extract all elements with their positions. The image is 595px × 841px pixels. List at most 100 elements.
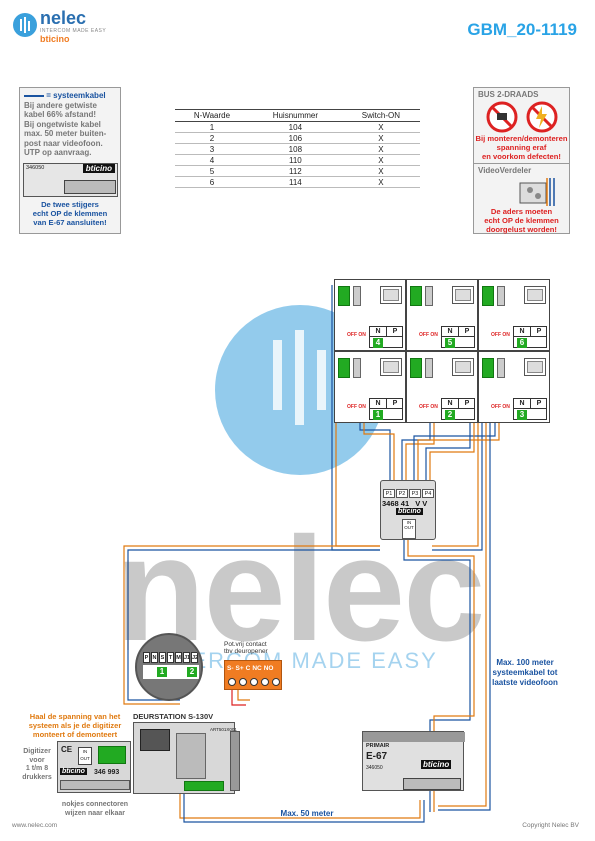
table-cell: 104 xyxy=(248,121,342,133)
table-cell: 112 xyxy=(248,165,342,177)
power-primary-label: PRIMAIR xyxy=(366,743,390,749)
voltage-line: monteert of demonteert xyxy=(32,730,118,739)
table-header-cell: Huisnummer xyxy=(248,109,342,122)
n-value-badge: 6 xyxy=(517,338,527,348)
digitizer-label-line: drukkers xyxy=(22,773,52,781)
connector-line: wijzen naar elkaar xyxy=(65,809,125,817)
p-header: P xyxy=(531,399,547,409)
p-header: P xyxy=(459,399,475,409)
p-header: P xyxy=(387,399,403,409)
table-cell: 6 xyxy=(175,176,249,188)
digitizer-brand: bticino xyxy=(60,768,87,775)
note-line: Bij andere getwiste xyxy=(24,100,97,110)
contact-terminal-label: S- xyxy=(227,665,234,672)
note-footer-line: echt OP de klemmen xyxy=(484,216,559,225)
p-header: P xyxy=(387,327,403,337)
digitizer-label-line: voor xyxy=(29,756,45,764)
table-cell: X xyxy=(341,154,420,166)
module-code: 346050 xyxy=(26,165,45,171)
distributor-in-label: IN xyxy=(406,520,412,525)
video-distributor-icon xyxy=(519,178,555,206)
distributor-out-label: OUT xyxy=(404,525,414,530)
footer-copyright: Copyright Nelec BV xyxy=(522,822,579,829)
n-header: N xyxy=(370,327,387,337)
doorstation-unit: ART501X001 xyxy=(133,722,240,794)
note-line: Bij ongetwiste kabel xyxy=(24,119,101,129)
distributor-port: P2 xyxy=(396,489,408,498)
doorstation-model: ART501X001 xyxy=(210,727,237,732)
brand-sub: bticino xyxy=(40,34,70,44)
table-cell: 3 xyxy=(175,143,249,155)
power-brand: bticino xyxy=(421,760,452,769)
p-header: P xyxy=(531,327,547,337)
digitizer-label-line: Digitizer xyxy=(23,748,51,755)
table-cell: X xyxy=(341,121,420,133)
note-line: kabel 66% afstand! xyxy=(24,110,97,119)
n-header: N xyxy=(370,399,387,409)
table-cell: 108 xyxy=(248,143,342,155)
contact-title-line: tbv deuropener xyxy=(224,648,268,655)
videophone-5: OFF ON N P 5 xyxy=(406,279,478,351)
footer-website[interactable]: www.nelec.com xyxy=(12,822,58,829)
doorstation-title: DEURSTATION S-130V xyxy=(133,712,214,721)
terminal-key: J2 xyxy=(191,652,198,663)
max100-line: laatste videofoon xyxy=(492,678,558,687)
power-code: E-67 xyxy=(366,751,388,762)
contact-terminal-label: C xyxy=(245,665,251,672)
table-header-cell: N-Waarde xyxy=(175,109,249,122)
off-on-label: OFF ON xyxy=(419,404,438,410)
terminal-key: P xyxy=(143,652,150,663)
off-on-label: OFF ON xyxy=(347,404,366,410)
n-value-badge: 1 xyxy=(373,410,383,420)
table-cell: X xyxy=(341,143,420,155)
contact-terminal-label: NC xyxy=(252,665,262,672)
n-value-badge: 2 xyxy=(445,410,455,420)
contact-title-line: Pot.vrij contact xyxy=(224,641,267,648)
distributor-port: P1 xyxy=(383,489,395,498)
note-line: post naar videofoon. xyxy=(24,138,103,148)
note-line: max. 50 meter buiten- xyxy=(24,129,107,138)
table-cell: 5 xyxy=(175,165,249,177)
table-cell: 106 xyxy=(248,132,342,144)
max-50-note: Max. 50 meter xyxy=(280,809,334,818)
digitizer-module: CE IN OUT bticino 346 993 xyxy=(57,741,131,793)
contact-terminal-label: NO xyxy=(263,665,274,672)
table-cell: X xyxy=(341,165,420,177)
digitizer-code: 346 993 xyxy=(94,769,120,776)
off-on-label: OFF ON xyxy=(491,404,510,410)
table-cell: 1 xyxy=(175,121,249,133)
contact-terminal-label: S+ xyxy=(235,665,244,672)
off-on-label: OFF ON xyxy=(347,332,366,338)
note-footer-line: De twee stijgers xyxy=(41,200,99,209)
table-cell: 4 xyxy=(175,154,249,166)
warning-line: Bij monteren/demonteren xyxy=(475,134,568,143)
bus-note-title: BUS 2-DRAADS xyxy=(478,90,539,99)
n-header: N xyxy=(514,399,531,409)
distributor-port: P4 xyxy=(422,489,434,498)
videophone-1: OFF ON N P 1 xyxy=(334,351,406,423)
n-value-badge: 4 xyxy=(373,338,383,348)
digitizer-out-label: OUT xyxy=(80,756,90,761)
connector-line: nokjes connectoren xyxy=(61,801,129,808)
badge-2: 2 xyxy=(187,667,197,677)
distributor-vv: V V xyxy=(415,499,428,508)
system-cable-title: = systeemkabel xyxy=(20,88,120,101)
module-brand: bticino xyxy=(82,164,115,173)
voltage-line: systeem als je de digitizer xyxy=(28,721,122,730)
